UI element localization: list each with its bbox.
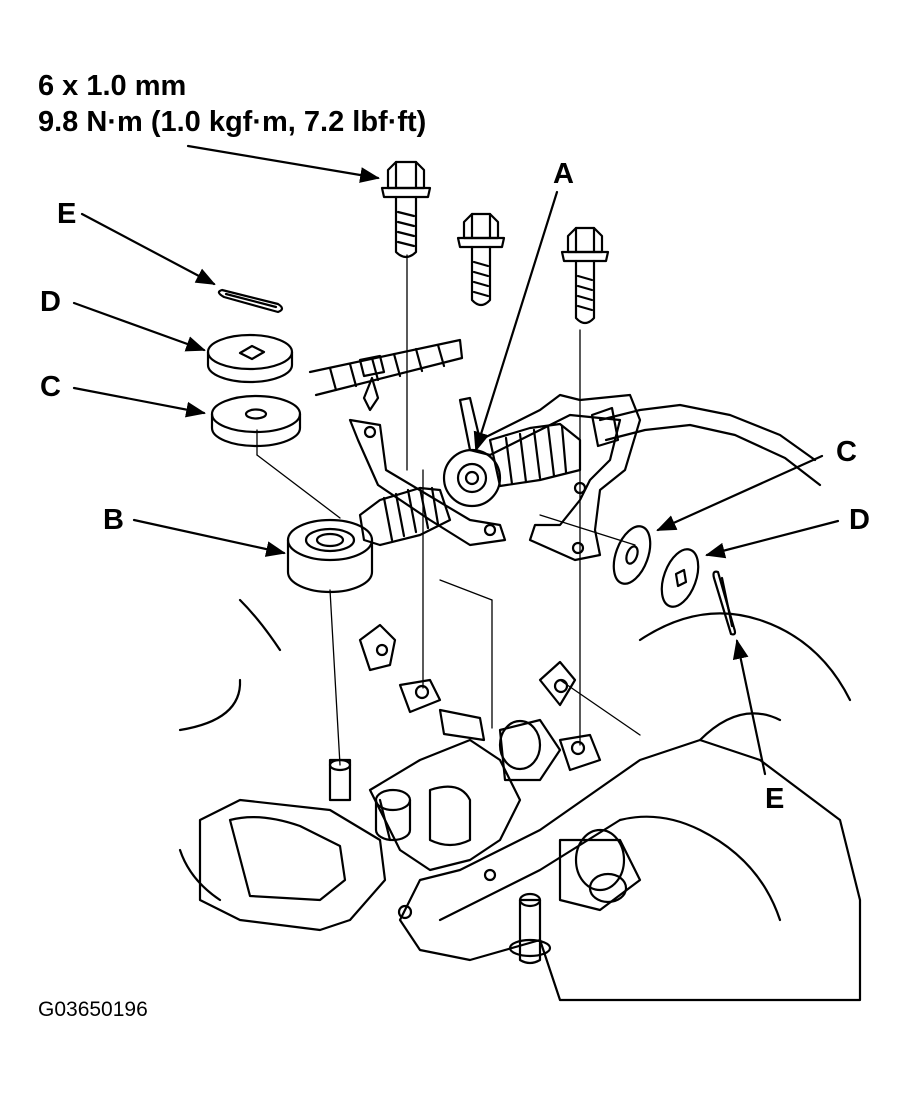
bracket-left <box>348 418 507 547</box>
cable-right <box>590 403 822 487</box>
leader-torque-arrow <box>186 144 380 183</box>
flange-bolt-middle <box>456 212 506 307</box>
leader-e-left-arrow <box>80 212 216 286</box>
bushing-b <box>286 518 374 594</box>
callout-a: A <box>553 158 574 190</box>
leader-d-left-arrow <box>72 301 206 352</box>
bracket-right <box>458 393 642 562</box>
callout-e-right: E <box>765 783 785 815</box>
cable-end-a <box>442 448 502 508</box>
cable-upper-left <box>308 338 464 412</box>
torque-spec: 6 x 1.0 mm 9.8 N·m (1.0 kgf·m, 7.2 lbf·f… <box>38 68 426 140</box>
callout-c-right: C <box>836 436 857 468</box>
bolt-size-text: 6 x 1.0 mm <box>38 70 187 102</box>
bellows-right <box>488 422 582 488</box>
bellows-left <box>358 486 452 547</box>
callout-d-right: D <box>849 504 870 536</box>
washer-d-right <box>660 548 700 608</box>
callout-c-left: C <box>40 371 61 403</box>
torque-value-text: 9.8 N·m (1.0 kgf·m, 7.2 lbf·ft) <box>38 106 427 138</box>
cotter-pin-e-left <box>217 288 284 314</box>
callout-b: B <box>103 504 124 536</box>
flange-bolt-right <box>560 226 610 325</box>
flange-bolt-torque <box>380 160 432 259</box>
washer-c-left <box>210 394 302 448</box>
leader-d-right-arrow <box>705 519 840 559</box>
leader-a-arrow <box>473 190 559 452</box>
leader-c-left-arrow <box>72 386 206 418</box>
leader-c-right-arrow <box>656 454 824 532</box>
transmission-housing <box>178 598 862 1002</box>
figure-code: G03650196 <box>38 998 148 1021</box>
callout-e-left: E <box>57 198 77 230</box>
centerlines <box>256 254 641 766</box>
cotter-pin-e-right <box>712 570 737 636</box>
leader-e-right-arrow <box>732 639 767 776</box>
callout-d-left: D <box>40 286 61 318</box>
leader-b-arrow <box>132 518 286 557</box>
washer-d-left <box>206 333 294 384</box>
washer-c-right <box>612 525 652 585</box>
